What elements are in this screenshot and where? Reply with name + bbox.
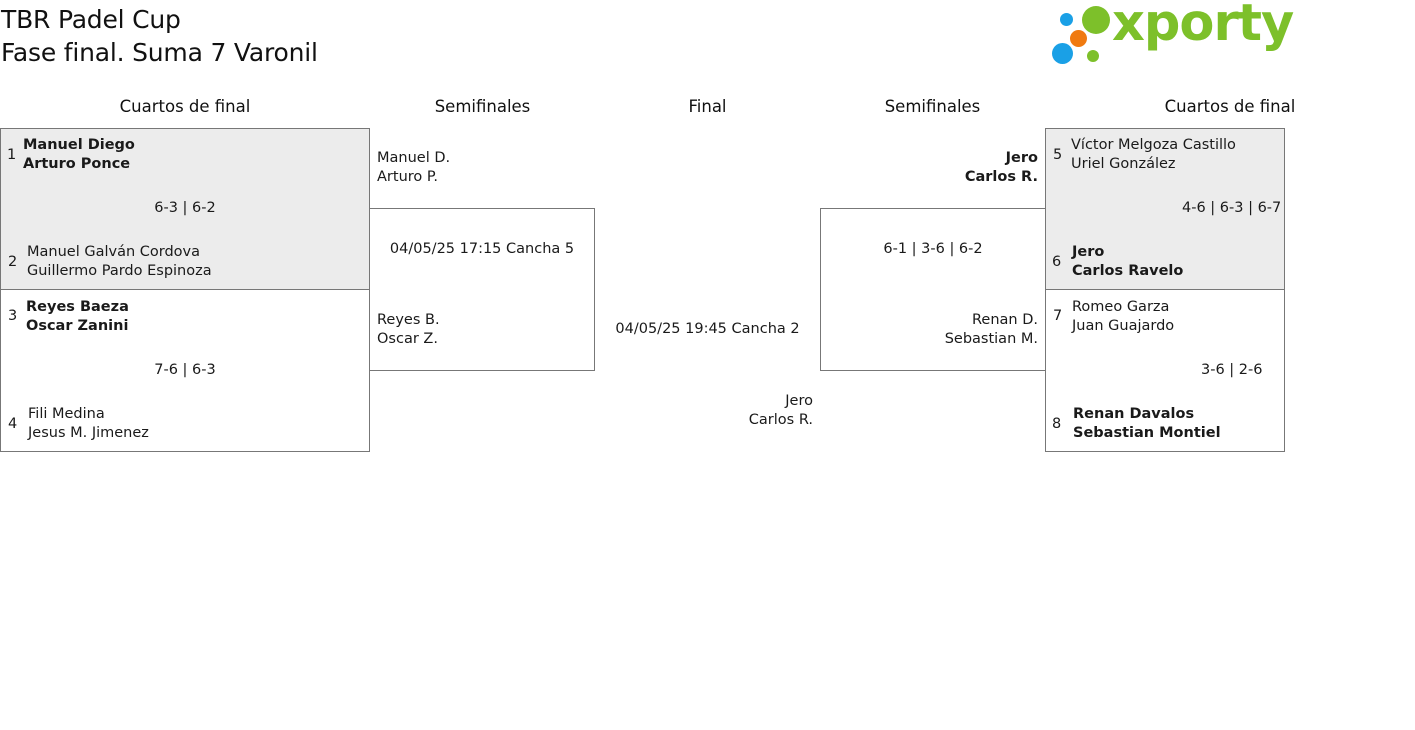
player-name: Renan D. <box>972 312 1038 328</box>
logo-dot-green-large <box>1082 6 1110 34</box>
player-name: Manuel Galván Cordova <box>27 244 200 260</box>
team-loser: Romeo Garza Juan Guajardo <box>1072 298 1174 336</box>
match-score: 4-6 | 6-3 | 6-7 <box>1182 200 1282 216</box>
player-name: Guillermo Pardo Espinoza <box>27 263 212 279</box>
logo-dot-orange <box>1070 30 1087 47</box>
sf-right-team-top: Jero Carlos R. <box>820 149 1038 187</box>
phase-name: Fase final. Suma 7 Varonil <box>1 38 318 67</box>
player-name: Uriel González <box>1071 156 1176 172</box>
player-name: Oscar Zanini <box>26 318 129 334</box>
player-name: Oscar Z. <box>377 331 438 347</box>
team-loser: Manuel Galván Cordova Guillermo Pardo Es… <box>27 243 212 281</box>
seed-number: 4 <box>8 416 18 432</box>
round-header-right-quarterfinals: Cuartos de final <box>1164 97 1296 116</box>
player-name: Arturo Ponce <box>23 156 131 172</box>
logo-dot-blue-small <box>1060 13 1073 26</box>
match-score: 7-6 | 6-3 <box>154 362 216 378</box>
player-name: Reyes B. <box>377 312 440 328</box>
sf-left-team-bottom: Reyes B. Oscar Z. <box>377 311 440 349</box>
team-winner: Manuel Diego Arturo Ponce <box>23 136 135 174</box>
match-sf-right[interactable]: 6-1 | 3-6 | 6-2 Renan D. Sebastian M. <box>820 208 1046 371</box>
logo-wordmark: xporty <box>1112 0 1294 53</box>
round-header-left-quarterfinals: Cuartos de final <box>119 97 251 116</box>
team-loser: Fili Medina Jesus M. Jimenez <box>28 405 149 443</box>
tournament-name: TBR Padel Cup <box>1 5 181 34</box>
page-title: TBR Padel Cup Fase final. Suma 7 Varonil <box>1 3 318 69</box>
seed-number: 2 <box>8 254 18 270</box>
player-name: Renan Davalos <box>1073 406 1195 422</box>
seed-number: 6 <box>1052 254 1062 270</box>
logo-dot-blue-large <box>1052 43 1073 64</box>
seed-number: 5 <box>1053 147 1063 163</box>
team-winner: Jero Carlos Ravelo <box>1072 243 1183 281</box>
team-loser: Víctor Melgoza Castillo Uriel González <box>1071 136 1236 174</box>
player-name: Carlos R. <box>748 412 813 428</box>
team-winner: Renan Davalos Sebastian Montiel <box>1073 405 1221 443</box>
match-score: 3-6 | 2-6 <box>1201 362 1263 378</box>
player-name: Arturo P. <box>377 169 438 185</box>
final-team: Jero Carlos R. <box>620 392 813 430</box>
match-qf-3[interactable]: 5 Víctor Melgoza Castillo Uriel González… <box>1045 128 1285 290</box>
match-qf-2[interactable]: 3 Reyes Baeza Oscar Zanini 7-6 | 6-3 4 F… <box>0 289 370 452</box>
seed-number: 8 <box>1052 416 1062 432</box>
logo-dot-green-small <box>1087 50 1099 62</box>
player-name: Jero <box>1072 244 1105 260</box>
match-qf-1[interactable]: 1 Manuel Diego Arturo Ponce 6-3 | 6-2 2 … <box>0 128 370 290</box>
player-name: Jesus M. Jimenez <box>28 425 149 441</box>
seed-number: 7 <box>1053 308 1063 324</box>
player-name: Sebastian M. <box>944 331 1038 347</box>
match-score: 6-3 | 6-2 <box>154 200 216 216</box>
player-name: Jero <box>785 393 813 409</box>
player-name: Víctor Melgoza Castillo <box>1071 137 1236 153</box>
round-header-right-semifinals: Semifinales <box>884 97 981 116</box>
player-name: Manuel D. <box>377 150 451 166</box>
player-name: Reyes Baeza <box>26 299 129 315</box>
player-name: Juan Guajardo <box>1072 318 1175 334</box>
match-sf-left[interactable]: 04/05/25 17:15 Cancha 5 Reyes B. Oscar Z… <box>369 208 595 371</box>
xporty-logo[interactable]: xporty <box>1050 0 1294 68</box>
final-schedule: 04/05/25 19:45 Cancha 2 <box>615 321 800 337</box>
seed-number: 1 <box>7 147 17 163</box>
player-name: Carlos Ravelo <box>1072 263 1184 279</box>
player-name: Jero <box>1005 150 1038 166</box>
player-name: Sebastian Montiel <box>1073 425 1221 441</box>
team-winner: Reyes Baeza Oscar Zanini <box>26 298 129 336</box>
match-qf-4[interactable]: 7 Romeo Garza Juan Guajardo 3-6 | 2-6 8 … <box>1045 289 1285 452</box>
player-name: Carlos R. <box>964 169 1038 185</box>
seed-number: 3 <box>8 308 18 324</box>
match-score: 6-1 | 3-6 | 6-2 <box>883 241 983 257</box>
round-header-final: Final <box>688 97 727 116</box>
match-schedule: 04/05/25 17:15 Cancha 5 <box>389 241 575 257</box>
player-name: Romeo Garza <box>1072 299 1170 315</box>
round-header-left-semifinals: Semifinales <box>434 97 531 116</box>
sf-left-team-top: Manuel D. Arturo P. <box>377 149 450 187</box>
player-name: Fili Medina <box>28 406 105 422</box>
player-name: Manuel Diego <box>23 137 135 153</box>
sf-right-team-bottom: Renan D. Sebastian M. <box>821 311 1038 349</box>
